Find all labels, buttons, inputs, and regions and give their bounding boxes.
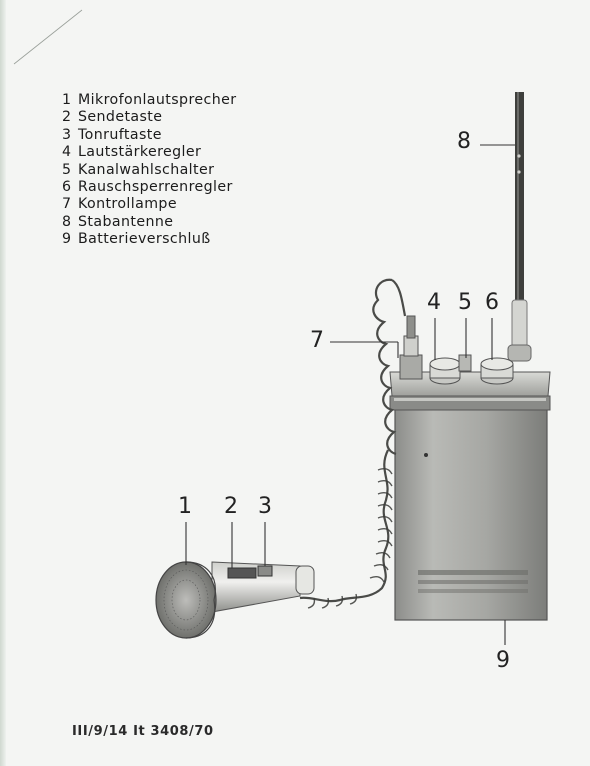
- callout-3: 3: [258, 494, 272, 519]
- callout-7: 7: [310, 328, 324, 353]
- control-knobs: [399, 315, 514, 385]
- page-edge: [0, 0, 6, 766]
- callout-5: 5: [458, 290, 472, 315]
- coiled-cable: [299, 278, 407, 603]
- callout-8: 8: [457, 129, 471, 154]
- callout-4: 4: [427, 290, 441, 315]
- microphone: [155, 561, 315, 639]
- corner-mark: [13, 9, 83, 65]
- callout-1: 1: [178, 494, 192, 519]
- radio-case: [389, 371, 551, 621]
- antenna: [507, 92, 532, 362]
- leader-lines: [185, 144, 515, 645]
- callout-9: 9: [496, 648, 510, 673]
- cable-coils: [307, 467, 393, 609]
- document-code: III/9/14 It 3408/70: [72, 724, 214, 739]
- callout-2: 2: [224, 494, 238, 519]
- callout-6: 6: [485, 290, 499, 315]
